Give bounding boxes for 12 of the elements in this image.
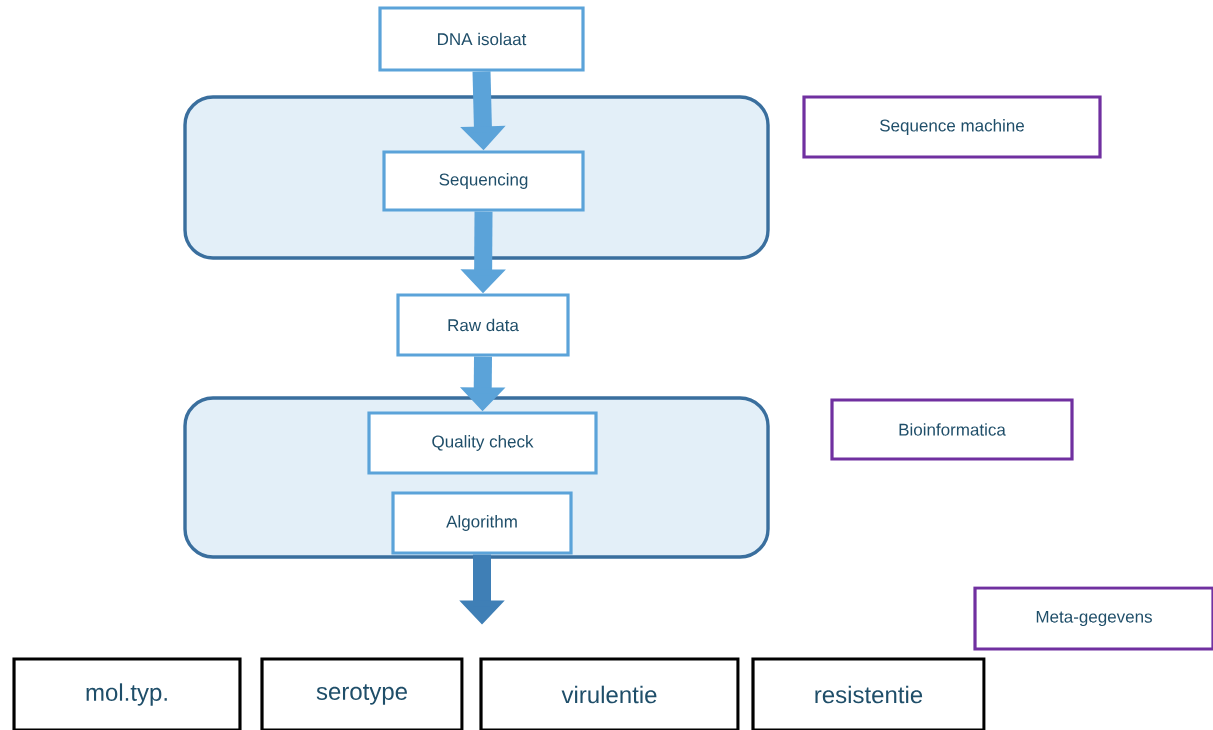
role-box: Meta-gegevens [973,586,1213,651]
process-box: Raw data [396,293,570,357]
result-box: serotype [260,657,464,730]
result-box: mol.typ. [12,657,242,730]
role-box: Bioinformatica [830,398,1074,461]
process-box: Algorithm [391,491,573,555]
process-box: DNA isolaat [378,6,585,72]
process-box: Quality check [367,411,598,475]
role-box: Sequence machine [802,95,1102,159]
result-box: resistentie [751,657,986,730]
process-box: Sequencing [382,150,585,212]
result-box: virulentie [479,657,740,730]
